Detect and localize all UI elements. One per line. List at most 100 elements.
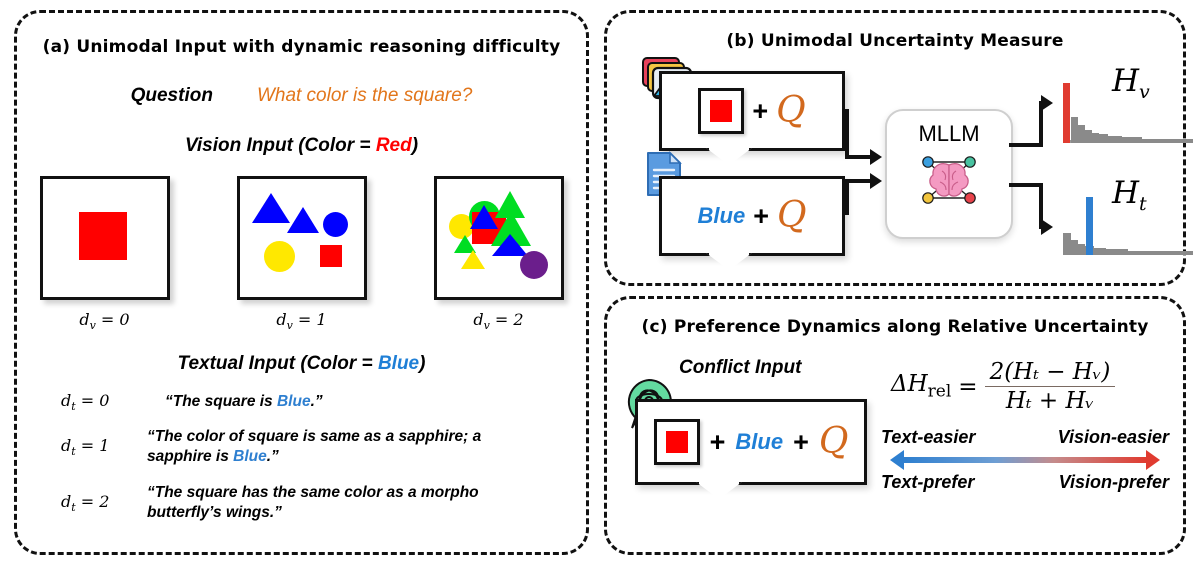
- label-vision-prefer: Vision-prefer: [1058, 472, 1169, 492]
- vision-item-0: dv = 0: [39, 176, 170, 333]
- yellow-triangle: [460, 250, 485, 269]
- histogram-bar: [1071, 240, 1078, 255]
- panel-c-title: (c) Preference Dynamics along Relative U…: [641, 317, 1149, 337]
- uncertainty-marker-text: [1086, 197, 1093, 255]
- question-glyph: Q: [776, 194, 807, 236]
- arrow-head-icon: [1041, 219, 1053, 235]
- yellow-circle: [263, 241, 295, 272]
- arrow-model-to-hv: [1039, 101, 1043, 147]
- relative-uncertainty-formula: ΔHrel = 2(Hₜ − Hᵥ) Hₜ + Hᵥ: [891, 359, 1116, 414]
- vision-input-bubble: + Q: [659, 71, 845, 165]
- histogram-bar: [1099, 134, 1108, 143]
- red-square: [78, 212, 127, 260]
- text-input-bubble: Blue + Q: [659, 176, 845, 270]
- hist-text-label: Ht: [1112, 175, 1147, 216]
- conflict-input-label: Conflict Input: [679, 357, 802, 378]
- red-square-thumbnail: [698, 88, 745, 134]
- formula-lhs: ΔHrel: [891, 371, 952, 402]
- plus-sign: +: [753, 200, 769, 231]
- blue-circle: [322, 212, 348, 237]
- uncertainty-marker-vision: [1063, 83, 1070, 143]
- bubble-tail: [706, 148, 752, 165]
- vision-item-2: dv = 2: [433, 176, 564, 332]
- label-vision-easier: Vision-easier: [1057, 427, 1169, 447]
- preference-top-row: Text-easier Vision-easier: [881, 427, 1169, 448]
- text-statement: “The square is Blue.”: [165, 393, 323, 411]
- formula-numerator: 2(Hₜ − Hᵥ): [989, 359, 1111, 385]
- arrow-head-icon: [1041, 95, 1053, 111]
- text-input-value: Blue: [697, 203, 746, 228]
- mllm-label: MLLM: [918, 121, 980, 146]
- vision-canvas-2: [433, 176, 564, 300]
- histogram-bar: [1108, 136, 1122, 143]
- question-label: Question: [130, 85, 213, 106]
- conflict-input-bubble: + Blue + Q: [635, 399, 867, 499]
- arrow-head-right-icon: [1146, 450, 1160, 470]
- histogram-bar: [1128, 251, 1193, 255]
- text-difficulty-label: dt = 2: [61, 491, 110, 514]
- histogram-bar: [1085, 130, 1092, 143]
- text-input-value: Blue: [735, 429, 784, 454]
- formula-denominator: Hₜ + Hᵥ: [984, 386, 1116, 414]
- vision-canvas-0: [39, 176, 170, 300]
- text-item-1: dt = 1 “The color of square is same as a…: [61, 427, 558, 467]
- brain-network-icon: [922, 156, 976, 204]
- preference-bottom-row: Text-prefer Vision-prefer: [881, 472, 1169, 493]
- green-triangle: [453, 235, 476, 253]
- purple-circle: [519, 251, 548, 279]
- panel-uncertainty-measure: (b) Unimodal Uncertainty Measure + Q Blu…: [604, 10, 1193, 286]
- label-text-easier: Text-easier: [881, 427, 976, 447]
- plus-sign: +: [752, 95, 769, 126]
- vision-color-value: Red: [375, 135, 412, 156]
- panel-a-title: (a) Unimodal Input with dynamic reasonin…: [42, 37, 561, 57]
- mllm-box: MLLM: [885, 109, 1013, 239]
- textual-input-heading: Textual Input (Color = Blue): [177, 353, 426, 374]
- vision-boxes: dv = 0 dv = 1: [17, 176, 586, 332]
- histogram-bar: [1106, 249, 1128, 255]
- plus-sign: +: [709, 426, 726, 457]
- blue-triangle: [286, 207, 319, 233]
- arrow-model-to-ht: [1009, 183, 1043, 187]
- vision-input-heading: Vision Input (Color = Red): [184, 135, 419, 156]
- panel-b-title: (b) Unimodal Uncertainty Measure: [726, 31, 1064, 51]
- histogram-bar: [1094, 248, 1106, 255]
- text-statement: “The color of square is same as a sapphi…: [147, 428, 482, 466]
- arrow-text-to-model: [845, 179, 871, 183]
- histogram-text: [1063, 193, 1195, 255]
- arrow-model-to-ht: [1039, 183, 1043, 229]
- text-difficulty-label: dt = 1: [61, 435, 110, 459]
- textual-color-value: Blue: [377, 353, 420, 374]
- vision-caption-0: dv = 0: [79, 310, 130, 333]
- histogram-bar: [1078, 125, 1085, 143]
- question-glyph: Q: [818, 420, 849, 462]
- vision-caption-1: dv = 1: [276, 310, 327, 333]
- histogram-bar: [1092, 133, 1099, 143]
- bubble-tail: [696, 482, 742, 499]
- bubble-tail: [706, 253, 752, 270]
- arrow-head-left-icon: [890, 450, 904, 470]
- arrow-head-icon: [870, 149, 882, 165]
- histogram-bar: [1078, 244, 1085, 255]
- question-glyph: Q: [776, 89, 806, 131]
- panel-unimodal-input: (a) Unimodal Input with dynamic reasonin…: [14, 10, 589, 555]
- red-square-thumbnail: [653, 419, 700, 465]
- histogram-bar: [1142, 139, 1193, 143]
- text-item-0: dt = 0 “The square is Blue.”: [61, 391, 558, 413]
- panel-preference-dynamics: (c) Preference Dynamics along Relative U…: [604, 296, 1186, 555]
- preference-gradient-arrow: [890, 450, 1160, 470]
- vision-canvas-1: [236, 176, 367, 300]
- hist-vision-label: Hv: [1112, 63, 1150, 104]
- arrow-vision-to-model: [845, 155, 871, 159]
- arrow-model-to-hv: [1009, 143, 1043, 147]
- question-text: What color is the square?: [256, 85, 473, 106]
- vision-item-1: dv = 1: [236, 176, 367, 333]
- histogram-bar: [1071, 117, 1078, 143]
- formula-equals: =: [958, 373, 978, 400]
- blue-triangle: [491, 234, 528, 256]
- blue-triangle: [251, 193, 290, 223]
- arrow-text-to-model: [845, 179, 849, 215]
- red-square: [319, 245, 342, 267]
- arrow-head-icon: [870, 173, 882, 189]
- text-statement: “The square has the same color as a morp…: [147, 483, 479, 521]
- textual-input-list: dt = 0 “The square is Blue.” dt = 1 “The…: [61, 391, 558, 537]
